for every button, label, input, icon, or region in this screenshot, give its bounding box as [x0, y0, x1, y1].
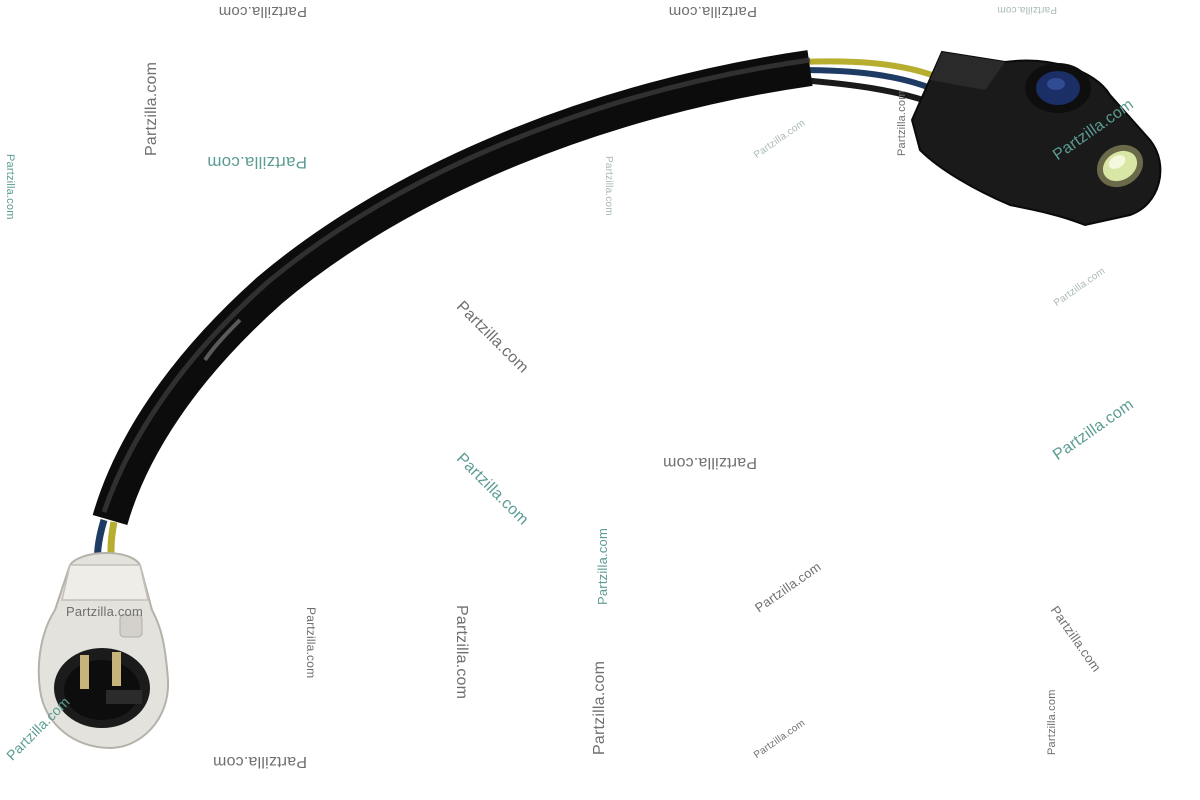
throttle-sensor-body	[910, 50, 1162, 227]
black-cable	[92, 50, 813, 526]
upper-wire-bundle	[799, 58, 942, 109]
connector-plug	[37, 552, 170, 750]
